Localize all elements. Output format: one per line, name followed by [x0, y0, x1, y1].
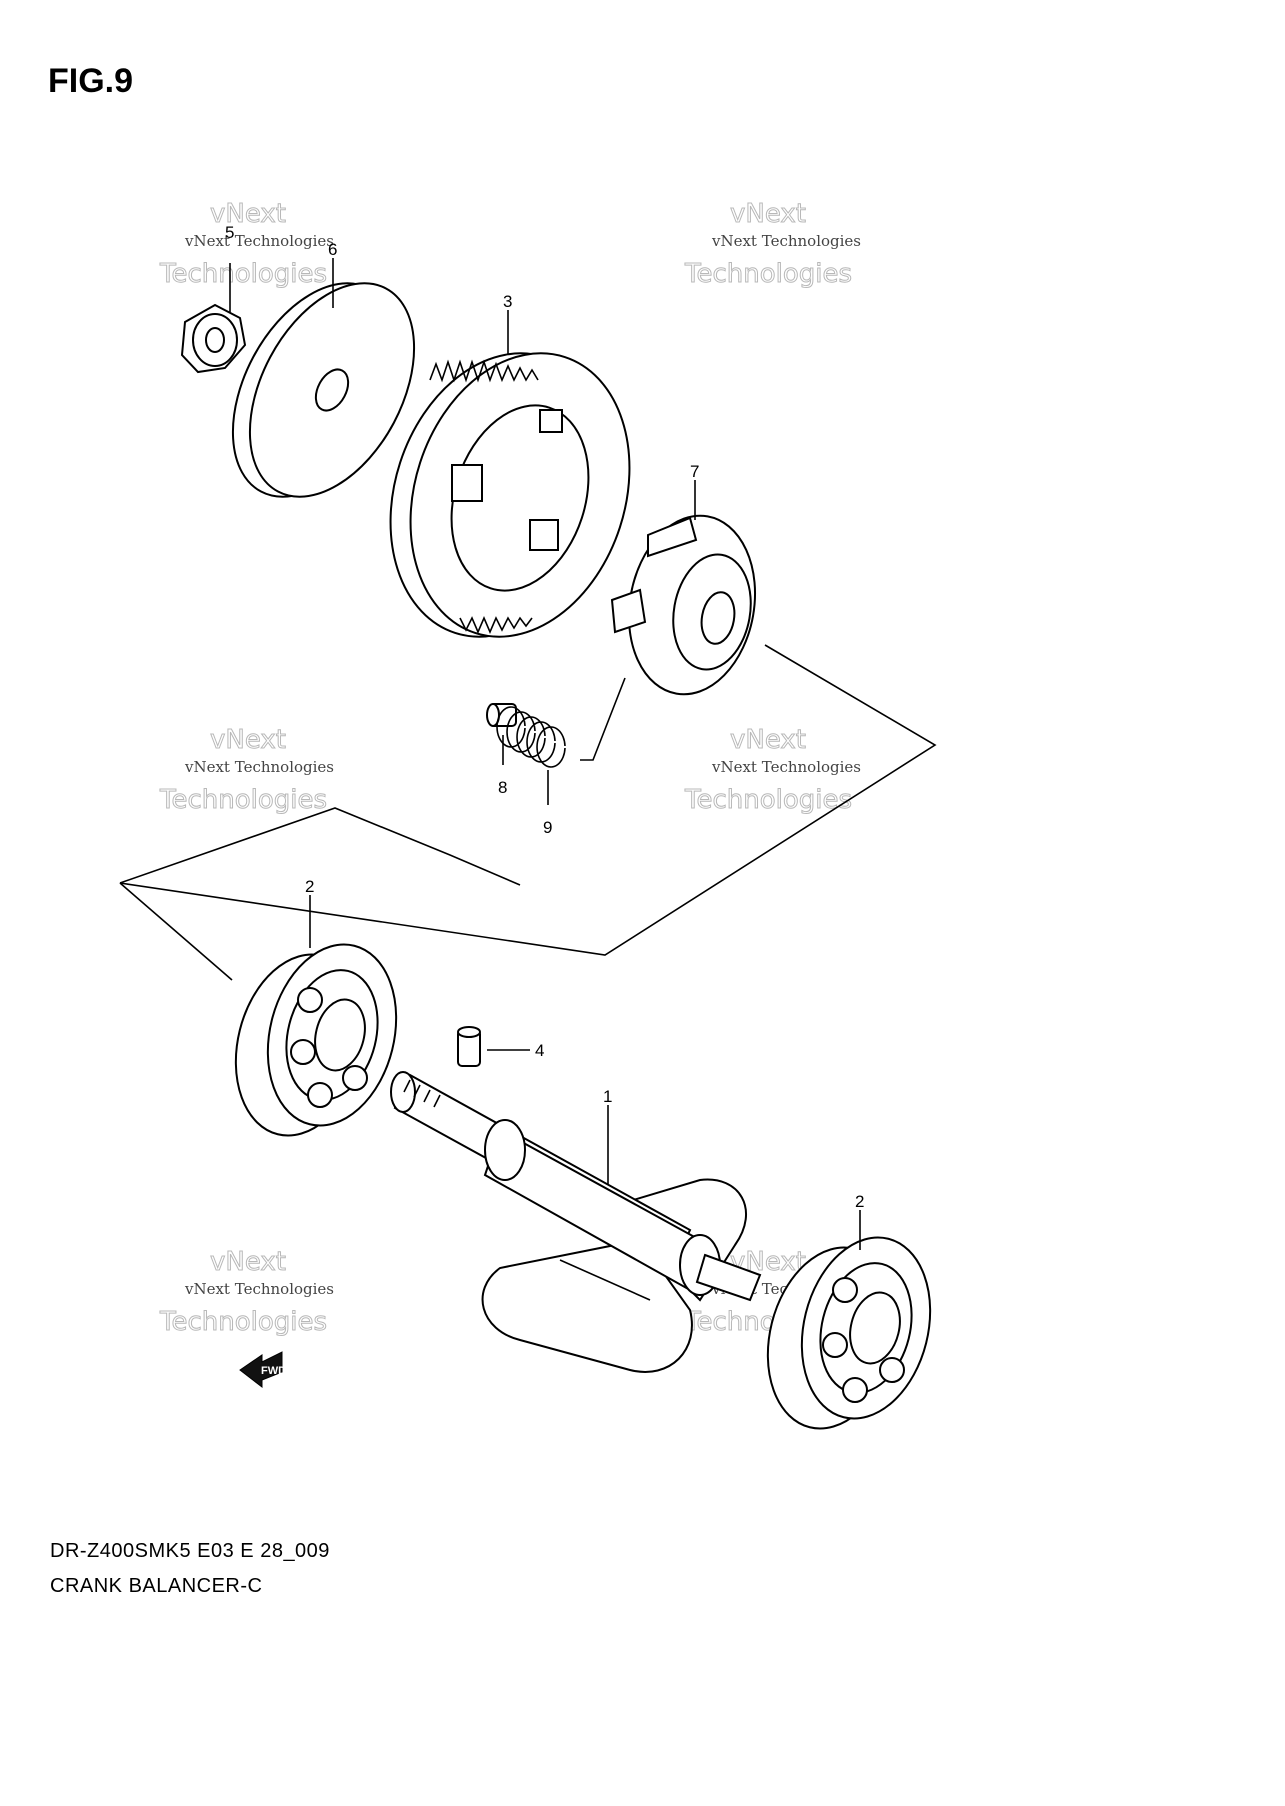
part-4-dowel-pin[interactable]: [457, 1026, 530, 1067]
svg-text:vNext: vNext: [210, 1247, 286, 1277]
svg-text:Technologies: Technologies: [159, 1307, 327, 1337]
svg-text:vNext: vNext: [210, 725, 286, 755]
part-9-spring[interactable]: [496, 706, 566, 805]
svg-text:FWD: FWD: [261, 1365, 286, 1377]
svg-text:Technologies: Technologies: [684, 785, 852, 815]
fwd-direction-arrow: FWD: [239, 1351, 286, 1389]
label-part-4: 4: [535, 1041, 544, 1060]
svg-text:vNext Technologies: vNext Technologies: [184, 1280, 334, 1298]
svg-text:vNext: vNext: [730, 199, 806, 229]
svg-text:vNext Technologies: vNext Technologies: [711, 758, 861, 776]
part-5-nut[interactable]: [180, 263, 247, 374]
label-part-2-right: 2: [855, 1192, 864, 1211]
part-7-damper-hub[interactable]: [610, 480, 769, 704]
label-part-3: 3: [503, 292, 512, 311]
svg-text:vNext: vNext: [210, 199, 286, 229]
watermark-mid-left: vNext vNext Technologies Technologies: [159, 725, 335, 816]
label-part-6: 6: [328, 240, 337, 259]
label-part-1: 1: [603, 1087, 612, 1106]
watermark-top-right: vNext vNext Technologies Technologies: [684, 199, 862, 290]
watermark-mid-right: vNext vNext Technologies Technologies: [684, 725, 862, 816]
svg-text:vNext Technologies: vNext Technologies: [184, 232, 334, 250]
label-part-9: 9: [543, 818, 552, 837]
svg-text:vNext: vNext: [730, 725, 806, 755]
svg-text:vNext Technologies: vNext Technologies: [184, 758, 334, 776]
label-part-8: 8: [498, 778, 507, 797]
watermark-top-left: vNext vNext Technologies Technologies: [159, 199, 335, 290]
label-part-5: 5: [225, 223, 234, 242]
part-2-bearing-left[interactable]: [218, 895, 415, 1149]
svg-text:vNext Technologies: vNext Technologies: [711, 232, 861, 250]
part-3-balancer-gear[interactable]: [355, 310, 664, 665]
label-part-7: 7: [690, 462, 699, 481]
part-2-bearing-right[interactable]: [750, 1210, 949, 1442]
figure-title: FIG.9: [48, 62, 134, 100]
model-code: DR-Z400SMK5 E03 E 28_009: [50, 1540, 330, 1562]
part-8-pin[interactable]: [486, 703, 517, 765]
assembly-name: CRANK BALANCER-C: [50, 1575, 263, 1597]
svg-text:Technologies: Technologies: [684, 259, 852, 289]
assembly-guide-lines: [119, 644, 937, 981]
part-6-washer[interactable]: [199, 256, 448, 525]
svg-text:Technologies: Technologies: [159, 785, 327, 815]
label-part-2-left: 2: [305, 877, 314, 896]
part-1-balancer-shaft[interactable]: [390, 1071, 762, 1373]
svg-text:Technologies: Technologies: [159, 259, 327, 289]
part-reference-labels: 1 2 2 3 4 5 6 7 8 9: [225, 223, 864, 1211]
watermark-bottom-left: vNext vNext Technologies Technologies: [159, 1247, 335, 1338]
